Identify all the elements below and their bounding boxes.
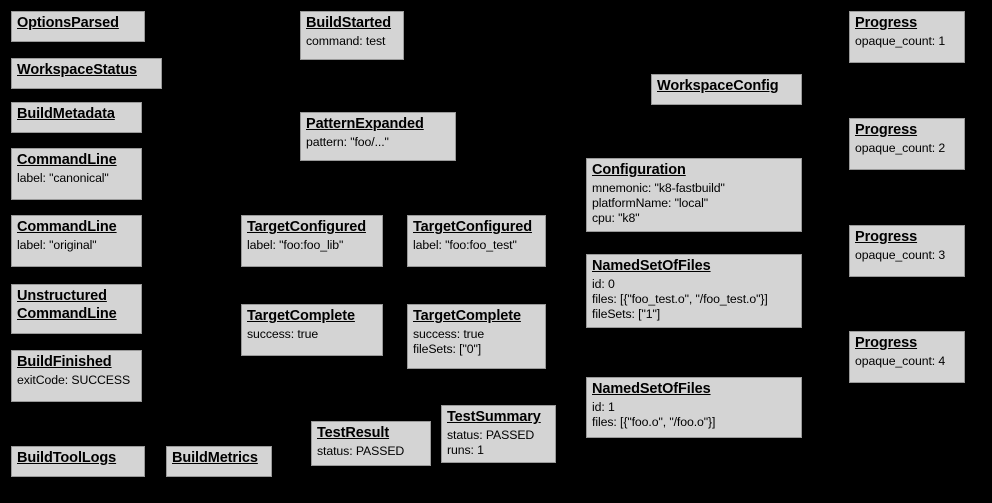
node-workspace-status[interactable]: WorkspaceStatus (11, 58, 162, 89)
node-title: NamedSetOfFiles (592, 381, 711, 397)
node-progress-2[interactable]: Progress opaque_count: 2 (849, 118, 965, 170)
node-test-result[interactable]: TestResult status: PASSED (311, 421, 431, 466)
node-command-line-canonical[interactable]: CommandLine label: "canonical" (11, 148, 142, 200)
node-title: Progress (855, 15, 918, 31)
node-attributes: label: "foo:foo_test" (413, 237, 517, 252)
node-attributes: label: "canonical" (17, 170, 109, 185)
node-title: PatternExpanded (306, 116, 424, 132)
node-attributes: opaque_count: 4 (855, 353, 946, 368)
node-test-summary[interactable]: TestSummary status: PASSED runs: 1 (441, 405, 556, 463)
node-title: TestSummary (447, 409, 541, 425)
node-named-set-of-files-1[interactable]: NamedSetOfFiles id: 1 files: [{"foo.o", "… (586, 377, 802, 438)
node-title: CommandLine (17, 219, 117, 235)
node-title: TargetConfigured (413, 219, 532, 235)
node-attributes: opaque_count: 3 (855, 247, 946, 262)
node-attributes: status: PASSED runs: 1 (447, 427, 535, 457)
node-title: CommandLine (17, 152, 117, 168)
node-attributes: success: true (247, 326, 319, 341)
node-attributes: id: 0 files: [{"foo_test.o", "/foo_test.… (592, 276, 768, 321)
node-title: Progress (855, 335, 918, 351)
node-title: TargetComplete (413, 308, 521, 324)
node-title: Progress (855, 122, 918, 138)
node-build-metadata[interactable]: BuildMetadata (11, 102, 142, 133)
node-title: WorkspaceStatus (17, 62, 137, 78)
node-title: BuildFinished (17, 354, 112, 370)
node-title: OptionsParsed (17, 15, 119, 31)
node-attributes: label: "original" (17, 237, 97, 252)
node-title: Configuration (592, 162, 686, 178)
node-title: Unstructured CommandLine (17, 288, 117, 322)
node-target-complete-test[interactable]: TargetComplete success: true fileSets: ["… (407, 304, 546, 369)
node-attributes: command: test (306, 33, 386, 48)
node-title: BuildStarted (306, 15, 392, 31)
node-title: Progress (855, 229, 918, 245)
node-pattern-expanded[interactable]: PatternExpanded pattern: "foo/..." (300, 112, 456, 161)
node-build-finished[interactable]: BuildFinished exitCode: SUCCESS (11, 350, 142, 402)
node-attributes: label: "foo:foo_lib" (247, 237, 344, 252)
node-title: WorkspaceConfig (657, 78, 779, 94)
node-attributes: status: PASSED (317, 443, 405, 458)
node-options-parsed[interactable]: OptionsParsed (11, 11, 145, 42)
node-target-configured-lib[interactable]: TargetConfigured label: "foo:foo_lib" (241, 215, 383, 267)
node-configuration[interactable]: Configuration mnemonic: "k8-fastbuild" pl… (586, 158, 802, 232)
node-build-tool-logs[interactable]: BuildToolLogs (11, 446, 145, 477)
node-progress-4[interactable]: Progress opaque_count: 4 (849, 331, 965, 383)
node-attributes: id: 1 files: [{"foo.o", "/foo.o"}] (592, 399, 716, 429)
node-named-set-of-files-0[interactable]: NamedSetOfFiles id: 0 files: [{"foo_test.… (586, 254, 802, 328)
node-attributes: pattern: "foo/..." (306, 134, 389, 149)
node-build-metrics[interactable]: BuildMetrics (166, 446, 272, 477)
node-attributes: mnemonic: "k8-fastbuild" platformName: "… (592, 180, 725, 225)
node-command-line-original[interactable]: CommandLine label: "original" (11, 215, 142, 267)
node-title: BuildMetadata (17, 106, 115, 122)
node-target-configured-test[interactable]: TargetConfigured label: "foo:foo_test" (407, 215, 546, 267)
node-title: TargetConfigured (247, 219, 366, 235)
node-title: TestResult (317, 425, 390, 441)
node-title: TargetComplete (247, 308, 355, 324)
node-attributes: success: true fileSets: ["0"] (413, 326, 485, 356)
node-workspace-config[interactable]: WorkspaceConfig (651, 74, 802, 105)
node-attributes: opaque_count: 1 (855, 33, 946, 48)
node-title: NamedSetOfFiles (592, 258, 711, 274)
node-progress-3[interactable]: Progress opaque_count: 3 (849, 225, 965, 277)
node-attributes: opaque_count: 2 (855, 140, 946, 155)
node-title: BuildToolLogs (17, 450, 117, 466)
node-target-complete-lib[interactable]: TargetComplete success: true (241, 304, 383, 356)
node-progress-1[interactable]: Progress opaque_count: 1 (849, 11, 965, 63)
node-build-started[interactable]: BuildStarted command: test (300, 11, 404, 60)
node-attributes: exitCode: SUCCESS (17, 372, 131, 387)
node-title: BuildMetrics (172, 450, 258, 466)
node-unstructured-command-line[interactable]: Unstructured CommandLine (11, 284, 142, 334)
